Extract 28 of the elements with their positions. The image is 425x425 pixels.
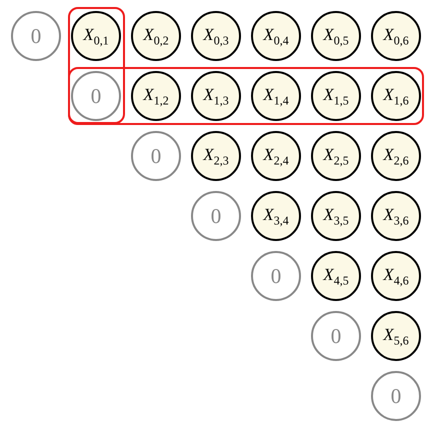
matrix-entry-circle: X$_{2,3}$ — [191, 131, 241, 181]
matrix-entry-circle: X$_{4,5}$ — [311, 251, 361, 301]
matrix-entry-circle: X$_{3,5}$ — [311, 191, 361, 241]
matrix-entry-circle: X$_{1,5}$ — [311, 71, 361, 121]
zero-circle: 0 — [131, 131, 181, 181]
matrix-entry-circle: X$_{5,6}$ — [371, 311, 421, 361]
zero-circle: 0 — [11, 11, 61, 61]
matrix-entry-circle: X$_{4,6}$ — [371, 251, 421, 301]
zero-circle: 0 — [71, 71, 121, 121]
zero-circle: 0 — [191, 191, 241, 241]
zero-circle: 0 — [251, 251, 301, 301]
matrix-entry-circle: X$_{0,5}$ — [311, 11, 361, 61]
matrix-entry-circle: X$_{0,4}$ — [251, 11, 301, 61]
matrix-entry-circle: X$_{2,6}$ — [371, 131, 421, 181]
matrix-entry-circle: X$_{2,4}$ — [251, 131, 301, 181]
matrix-entry-circle: X$_{1,3}$ — [191, 71, 241, 121]
matrix-entry-circle: X$_{1,6}$ — [371, 71, 421, 121]
matrix-entry-circle: X$_{0,6}$ — [371, 11, 421, 61]
matrix-entry-circle: X$_{0,1}$ — [71, 11, 121, 61]
zero-circle: 0 — [371, 371, 421, 421]
matrix-entry-circle: X$_{1,4}$ — [251, 71, 301, 121]
matrix-entry-circle: X$_{0,2}$ — [131, 11, 181, 61]
matrix-entry-circle: X$_{3,4}$ — [251, 191, 301, 241]
matrix-entry-circle: X$_{2,5}$ — [311, 131, 361, 181]
matrix-entry-circle: X$_{1,2}$ — [131, 71, 181, 121]
zero-circle: 0 — [311, 311, 361, 361]
matrix-entry-circle: X$_{3,6}$ — [371, 191, 421, 241]
matrix-entry-circle: X$_{0,3}$ — [191, 11, 241, 61]
